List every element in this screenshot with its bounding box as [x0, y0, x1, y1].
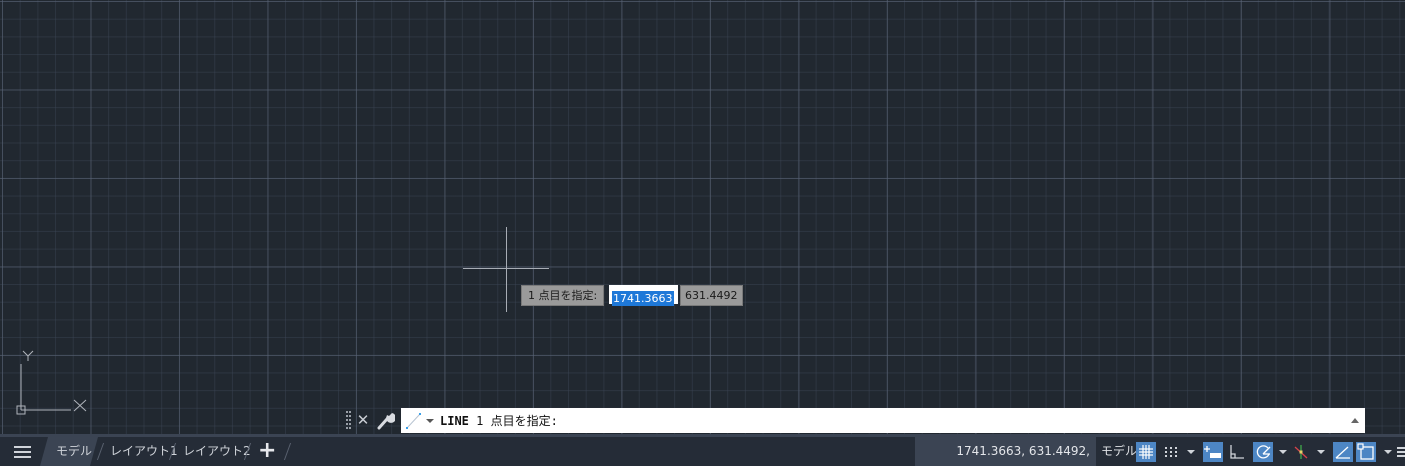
- object-snap-icon[interactable]: [1356, 442, 1376, 462]
- tab-model[interactable]: モデル: [56, 444, 93, 458]
- tab-layout2[interactable]: レイアウト2: [183, 444, 251, 458]
- command-line[interactable]: LINE 1 点目を指定:: [401, 408, 1365, 433]
- object-snap-dropdown[interactable]: [1384, 450, 1392, 454]
- hamburger-icon[interactable]: [14, 446, 31, 458]
- status-bar: モデル レイアウト1 レイアウト2 + 1741.3663, 631.4492,…: [0, 434, 1405, 466]
- object-snap-tracking-icon[interactable]: [1333, 442, 1353, 462]
- line-command-icon[interactable]: [404, 411, 424, 431]
- ortho-mode-icon[interactable]: [1227, 442, 1247, 462]
- tab-divider: [283, 443, 292, 460]
- recent-commands-dropdown[interactable]: [426, 418, 434, 423]
- ucs-y-label-icon: [22, 350, 34, 361]
- command-prompt-text: LINE 1 点目を指定:: [440, 412, 558, 429]
- customization-menu-icon[interactable]: [1396, 442, 1405, 462]
- snap-mode-icon[interactable]: [1161, 442, 1181, 462]
- dynamic-input-x-value: 1741.3663: [612, 291, 674, 306]
- command-prompt: 1 点目を指定:: [468, 414, 558, 428]
- tab-layout1[interactable]: レイアウト1: [110, 444, 178, 458]
- polar-tracking-icon[interactable]: [1253, 442, 1273, 462]
- command-line-grip[interactable]: [346, 411, 352, 429]
- command-history-expand-icon[interactable]: [1351, 418, 1359, 423]
- tab-divider: [96, 443, 105, 460]
- add-layout-button[interactable]: +: [258, 438, 277, 463]
- command-name: LINE: [440, 414, 469, 428]
- ucs-icon: [16, 345, 96, 417]
- tab-model-background: [40, 437, 98, 466]
- dynamic-input-prompt: 1 点目を指定:: [521, 285, 605, 306]
- dynamic-input-y-field[interactable]: 631.4492: [680, 285, 743, 306]
- isodraft-dropdown[interactable]: [1317, 450, 1325, 454]
- polar-tracking-dropdown[interactable]: [1279, 450, 1287, 454]
- wrench-icon[interactable]: [377, 410, 395, 430]
- model-space-button[interactable]: モデル: [1101, 444, 1138, 458]
- snap-mode-dropdown[interactable]: [1187, 450, 1195, 454]
- dynamic-input-x-field[interactable]: 1741.3663: [609, 285, 678, 306]
- grid-icon[interactable]: [1136, 442, 1156, 462]
- object-snap-tracking-isometric-icon[interactable]: [1291, 442, 1311, 462]
- dynamic-input-icon[interactable]: [1203, 442, 1223, 462]
- ucs-x-label-icon: [73, 399, 87, 412]
- crosshair-vertical: [506, 227, 507, 312]
- coordinates-display[interactable]: 1741.3663, 631.4492, 0.0000: [915, 437, 1096, 466]
- close-icon[interactable]: ✕: [356, 411, 370, 429]
- drawing-canvas[interactable]: 1 点目を指定: 1741.3663 631.4492: [0, 0, 1405, 434]
